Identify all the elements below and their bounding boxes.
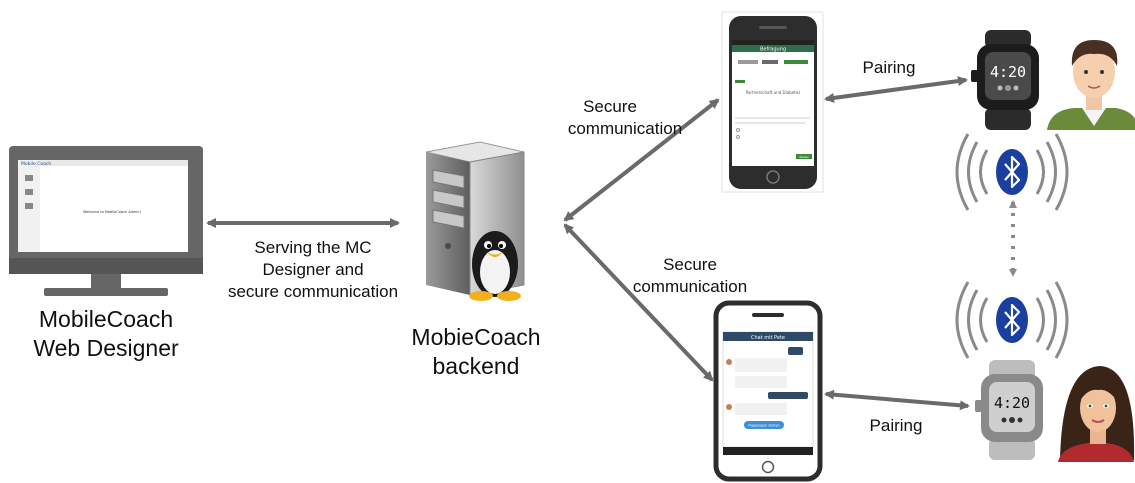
phone-top-watch-label: Pairing bbox=[863, 58, 916, 77]
phone-bottom-header: Chat mit Pete bbox=[751, 335, 785, 341]
smartwatch-icon: 4:20 bbox=[971, 30, 1039, 130]
smartphone-icon: Befragung Partnerschaft und Diabetes Wei… bbox=[721, 11, 824, 193]
phone-bottom-watch-arrow bbox=[824, 389, 970, 411]
web-designer-label-line1: MobileCoach bbox=[39, 306, 173, 332]
female-avatar-icon bbox=[1058, 366, 1135, 462]
backend-phone-bottom-label-line2: communication bbox=[633, 277, 747, 296]
backend-phone-bottom-label-line1: Secure bbox=[663, 255, 717, 274]
penguin-icon bbox=[469, 231, 521, 301]
backend-phone-top-label-line1: Secure bbox=[583, 97, 637, 116]
designer-backend-label-line3: secure communication bbox=[228, 282, 398, 301]
backend-label-line1: MobieCoach bbox=[411, 324, 540, 350]
bluetooth-icon bbox=[955, 281, 1069, 359]
phone-bottom-chip: Fragebogen starten bbox=[748, 424, 779, 428]
designer-backend-label-line1: Serving the MC bbox=[254, 238, 371, 257]
watch-top-time: 4:20 bbox=[990, 63, 1026, 81]
bluetooth-icon bbox=[955, 133, 1069, 211]
backend-label-line2: backend bbox=[433, 353, 520, 379]
web-designer-label-line2: Web Designer bbox=[33, 335, 179, 361]
phone-top-text: Partnerschaft und Diabetes bbox=[746, 90, 801, 95]
phone-top-header: Befragung bbox=[760, 47, 786, 53]
male-avatar-icon bbox=[1047, 40, 1135, 130]
backend-phone-top-label-line2: communication bbox=[568, 119, 682, 138]
screen-welcome: Welcome to MobileCoach Admin! bbox=[83, 210, 141, 214]
backend-phone-top-arrow bbox=[563, 98, 720, 222]
designer-backend-label-line2: Designer and bbox=[262, 260, 363, 279]
phone-top-watch-arrow bbox=[824, 76, 968, 103]
backend-phone-bottom-arrow bbox=[563, 223, 714, 382]
smartwatch-icon: 4:20 bbox=[975, 360, 1043, 460]
monitor-icon: Mobile Coach Welcome to MobileCoach Admi… bbox=[9, 146, 203, 296]
phone-top-button: Weiter bbox=[799, 155, 809, 159]
smartphone-icon: Chat mit Pete Fragebogen starten bbox=[713, 300, 823, 482]
screen-logo: Mobile Coach bbox=[21, 161, 51, 167]
phone-bottom-watch-label: Pairing bbox=[870, 416, 923, 435]
watch-bottom-time: 4:20 bbox=[994, 394, 1030, 412]
